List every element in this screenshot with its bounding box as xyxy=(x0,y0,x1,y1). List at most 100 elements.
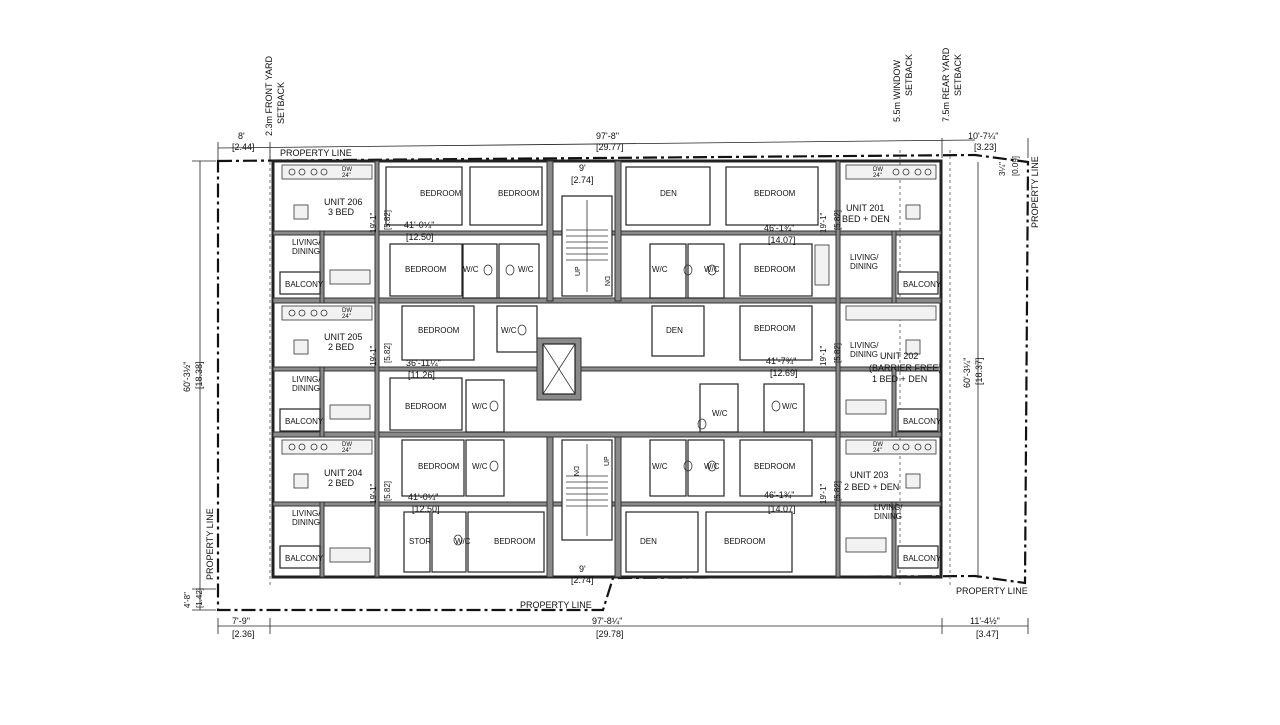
svg-text:W/C: W/C xyxy=(463,265,479,274)
svg-text:BEDROOM: BEDROOM xyxy=(498,189,540,198)
svg-text:BALCONY: BALCONY xyxy=(285,280,324,289)
svg-text:BEDROOM: BEDROOM xyxy=(754,462,796,471)
left-dimension-line xyxy=(192,160,216,611)
svg-text:BALCONY: BALCONY xyxy=(903,417,942,426)
svg-text:[5.82]: [5.82] xyxy=(383,343,392,363)
stair-south xyxy=(561,439,613,541)
property-line-label-left: PROPERTY LINE xyxy=(205,508,215,580)
svg-text:7.5m REAR YARD: 7.5m REAR YARD xyxy=(941,47,951,122)
svg-text:24": 24" xyxy=(342,448,351,454)
svg-text:10'-7¼": 10'-7¼" xyxy=(968,131,998,141)
unit-depth-dimensions: 19'-1" [5.82] 19'-1" [5.82] 19'-1" [5.82… xyxy=(369,210,842,504)
svg-text:46'-1¾": 46'-1¾" xyxy=(764,223,794,233)
svg-text:36'-11¼": 36'-11¼" xyxy=(406,358,441,368)
svg-text:[1.42]: [1.42] xyxy=(195,588,204,608)
svg-text:11'-4½": 11'-4½" xyxy=(970,616,1000,626)
balconies xyxy=(279,271,939,569)
svg-text:[5.82]: [5.82] xyxy=(383,210,392,230)
unit-205-name: UNIT 205 xyxy=(324,332,362,342)
svg-text:2 BED: 2 BED xyxy=(328,478,355,488)
svg-text:DW: DW xyxy=(873,442,883,448)
dining-table-icon xyxy=(293,204,921,489)
svg-text:LIVING/: LIVING/ xyxy=(292,375,321,384)
svg-text:41'-0¼": 41'-0¼" xyxy=(404,220,434,230)
svg-text:[0.09]: [0.09] xyxy=(1011,156,1020,176)
svg-text:[5.82]: [5.82] xyxy=(833,481,842,501)
svg-text:[11.26]: [11.26] xyxy=(408,370,435,380)
svg-text:[3.47]: [3.47] xyxy=(976,629,999,639)
unit-206-name: UNIT 206 xyxy=(324,197,362,207)
unit-202-name: UNIT 202 xyxy=(880,351,918,361)
svg-text:BED + DEN: BED + DEN xyxy=(842,214,890,224)
svg-text:[5.82]: [5.82] xyxy=(833,343,842,363)
svg-text:[12.50]: [12.50] xyxy=(412,504,440,514)
svg-text:BEDROOM: BEDROOM xyxy=(754,265,796,274)
svg-text:DINING: DINING xyxy=(292,518,320,527)
svg-text:46'-1¾": 46'-1¾" xyxy=(764,490,794,500)
svg-text:60'-3¼": 60'-3¼" xyxy=(962,358,972,388)
kitchen-unit-202 xyxy=(845,305,937,321)
svg-text:W/C: W/C xyxy=(652,265,668,274)
svg-text:BEDROOM: BEDROOM xyxy=(405,402,447,411)
dens xyxy=(625,166,711,573)
svg-text:19'-1": 19'-1" xyxy=(819,212,828,233)
property-line-label-top: PROPERTY LINE xyxy=(280,148,352,158)
svg-text:97'-8¼": 97'-8¼" xyxy=(592,616,622,626)
svg-text:UP: UP xyxy=(575,266,582,276)
unit-203-name: UNIT 203 xyxy=(850,470,888,480)
svg-text:DW: DW xyxy=(342,167,352,173)
kitchen-unit-206 xyxy=(281,164,373,180)
svg-text:[5.82]: [5.82] xyxy=(383,481,392,501)
svg-text:[14.07]: [14.07] xyxy=(768,504,796,514)
property-line-label-bottom: PROPERTY LINE xyxy=(520,600,592,610)
svg-text:3¼": 3¼" xyxy=(998,162,1007,176)
kitchen-unit-204 xyxy=(281,439,373,455)
washrooms xyxy=(403,243,805,573)
svg-text:BALCONY: BALCONY xyxy=(285,417,324,426)
svg-text:LIVING/: LIVING/ xyxy=(850,341,879,350)
svg-text:DW: DW xyxy=(873,167,883,173)
svg-text:DEN: DEN xyxy=(666,326,683,335)
svg-text:W/C: W/C xyxy=(712,409,728,418)
svg-text:W/C: W/C xyxy=(704,462,720,471)
svg-text:BEDROOM: BEDROOM xyxy=(420,189,462,198)
svg-text:60'-3½": 60'-3½" xyxy=(182,362,192,392)
svg-text:[2.74]: [2.74] xyxy=(571,175,594,185)
sofa-icon xyxy=(329,244,887,563)
svg-text:[29.77]: [29.77] xyxy=(596,142,624,152)
svg-text:DN: DN xyxy=(603,276,610,286)
svg-text:DINING: DINING xyxy=(292,384,320,393)
svg-text:W/C: W/C xyxy=(455,537,471,546)
kitchen-unit-203 xyxy=(845,439,937,455)
svg-text:BEDROOM: BEDROOM xyxy=(494,537,536,546)
svg-text:DEN: DEN xyxy=(660,189,677,198)
svg-text:[18.38]: [18.38] xyxy=(194,361,204,389)
svg-text:BEDROOM: BEDROOM xyxy=(724,537,766,546)
svg-text:19'-1": 19'-1" xyxy=(369,345,378,366)
svg-text:UP: UP xyxy=(604,456,611,466)
svg-text:BALCONY: BALCONY xyxy=(903,280,942,289)
unit-length-dimensions: 41'-0¼" [12.50] 36'-11¼" [11.26] 41'-0¼"… xyxy=(404,220,798,514)
unit-labels: UNIT 206 3 BED UNIT 205 2 BED UNIT 204 2… xyxy=(324,197,942,492)
bedrooms xyxy=(385,166,819,573)
svg-text:7'-9": 7'-9" xyxy=(232,616,250,626)
svg-text:DW: DW xyxy=(342,308,352,314)
svg-text:[2.74]: [2.74] xyxy=(571,575,594,585)
svg-text:BEDROOM: BEDROOM xyxy=(754,324,796,333)
svg-text:W/C: W/C xyxy=(652,462,668,471)
svg-text:4'-8": 4'-8" xyxy=(183,592,192,608)
svg-text:19'-1": 19'-1" xyxy=(369,483,378,504)
svg-text:[12.50]: [12.50] xyxy=(406,232,434,242)
unit-204-name: UNIT 204 xyxy=(324,468,362,478)
svg-text:DW: DW xyxy=(342,442,352,448)
svg-text:BEDROOM: BEDROOM xyxy=(754,189,796,198)
svg-text:LIVING/: LIVING/ xyxy=(850,253,879,262)
svg-text:41'-7¾": 41'-7¾" xyxy=(766,356,796,366)
svg-text:DINING: DINING xyxy=(874,512,902,521)
svg-text:19'-1": 19'-1" xyxy=(819,345,828,366)
svg-text:97'-8": 97'-8" xyxy=(596,131,619,141)
unit-201-name: UNIT 201 xyxy=(846,203,884,213)
svg-text:DINING: DINING xyxy=(292,247,320,256)
svg-text:DEN: DEN xyxy=(640,537,657,546)
